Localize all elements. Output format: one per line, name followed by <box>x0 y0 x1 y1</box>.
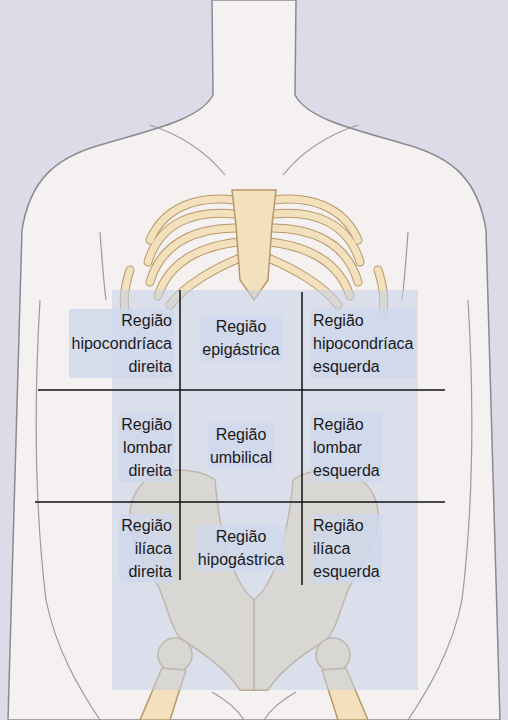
region-label: Região lombar esquerda <box>311 413 382 482</box>
abdominal-region: Região ilíaca direita <box>35 505 177 591</box>
abdominal-region: Região hipocondríaca direita <box>35 298 177 388</box>
region-label: Região umbilical <box>208 423 274 469</box>
sternum <box>232 190 276 300</box>
abdominal-region: Região epigástrica <box>183 298 299 378</box>
body-contours <box>36 125 472 720</box>
region-label: Região epigástrica <box>200 315 281 361</box>
region-label: Região ilíaca esquerda <box>311 514 382 583</box>
abdominal-region: Região lombar direita <box>35 394 177 500</box>
body-outline <box>8 0 500 720</box>
abdominal-region: Região lombar esquerda <box>305 394 445 500</box>
region-label: Região hipocondríaca direita <box>69 309 174 378</box>
region-label: Região hipocondríaca esquerda <box>311 309 416 378</box>
abdominal-region: Região umbilical <box>183 394 299 498</box>
region-label: Região lombar direita <box>119 413 174 482</box>
region-label: Região hipogástrica <box>196 525 286 571</box>
abdominal-region: Região hipocondríaca esquerda <box>305 298 445 388</box>
abdominal-region: Região hipogástrica <box>183 505 299 591</box>
region-label: Região ilíaca direita <box>119 514 174 583</box>
region-grid <box>35 290 445 585</box>
abdominal-region: Região ilíaca esquerda <box>305 505 445 591</box>
